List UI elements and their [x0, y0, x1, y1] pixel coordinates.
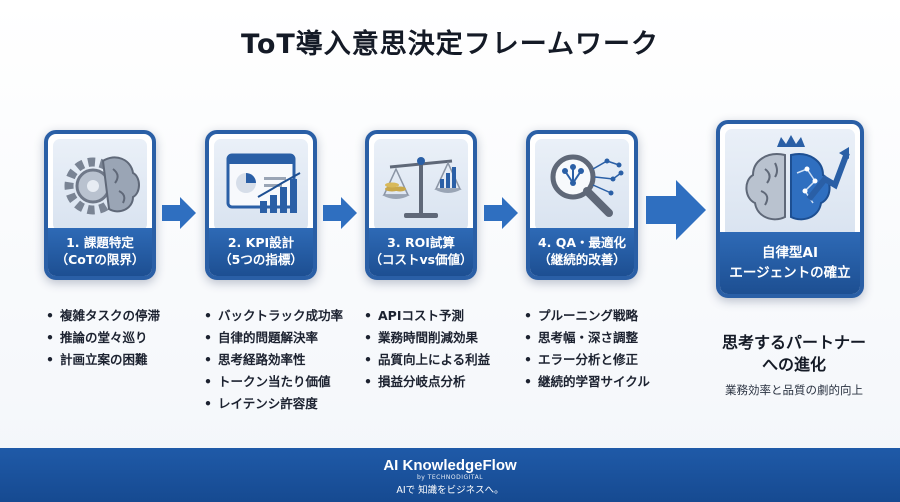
- step-card-3: 3. ROI試算 （コストvs価値）: [365, 130, 477, 280]
- final-heading: 思考するパートナー への進化: [710, 332, 878, 376]
- list-item: バックトラック成功率: [204, 305, 343, 327]
- list-item: 自律的問題解決率: [204, 327, 343, 349]
- list-item: エラー分析と修正: [524, 349, 650, 371]
- list-item: 品質向上による利益: [364, 349, 490, 371]
- list-item: 思考幅・深さ調整: [524, 327, 650, 349]
- list-item: レイテンシ許容度: [204, 393, 343, 415]
- arrow-right-large-icon: [646, 180, 706, 240]
- step-title: 2. KPI設計: [227, 235, 295, 250]
- balance-scale-icon: [374, 139, 468, 231]
- step-label-2: 2. KPI設計 （5つの指標）: [209, 228, 313, 276]
- list-item: 複雑タスクの停滞: [46, 305, 160, 327]
- bullet-list-4: プルーニング戦略 思考幅・深さ調整 エラー分析と修正 継続的学習サイクル: [524, 305, 650, 393]
- step-subtitle: （5つの指標）: [219, 252, 303, 267]
- dashboard-chart-icon: [214, 139, 308, 231]
- arrow-right-icon: [323, 197, 357, 229]
- arrow-right-icon: [484, 197, 518, 229]
- step-label-3: 3. ROI試算 （コストvs価値）: [369, 228, 473, 276]
- step-subtitle: （CoTの限界）: [55, 252, 145, 267]
- step-title: 1. 課題特定: [66, 235, 134, 250]
- final-heading-line: 思考するパートナー: [721, 333, 866, 352]
- list-item: プルーニング戦略: [524, 305, 650, 327]
- list-item: 継続的学習サイクル: [524, 371, 650, 393]
- final-heading-line: への進化: [761, 355, 826, 374]
- brain-gear-icon: [53, 139, 147, 231]
- step-label-1: 1. 課題特定 （CoTの限界）: [48, 228, 152, 276]
- magnifier-network-icon: [535, 139, 629, 231]
- bullet-list-2: バックトラック成功率 自律的問題解決率 思考経路効率性 トークン当たり価値 レイ…: [204, 305, 343, 415]
- list-item: 思考経路効率性: [204, 349, 343, 371]
- step-subtitle: （継続的改善）: [538, 252, 626, 267]
- final-subtext: 業務効率と品質の劇的向上: [725, 383, 863, 397]
- list-item: 損益分岐点分析: [364, 371, 490, 393]
- step-card-2: 2. KPI設計 （5つの指標）: [205, 130, 317, 280]
- bullet-list-3: APIコスト予測 業務時間削減効果 品質向上による利益 損益分岐点分析: [364, 305, 490, 393]
- footer-tagline: AIで 知識をビジネスへ。: [396, 485, 504, 496]
- step-label-4: 4. QA・最適化 （継続的改善）: [530, 228, 634, 276]
- footer-banner: AI KnowledgeFlow by TECHNODIGITAL AIで 知識…: [0, 448, 900, 502]
- list-item: 推論の堂々巡り: [46, 327, 160, 349]
- list-item: 業務時間削減効果: [364, 327, 490, 349]
- arrow-right-icon: [162, 197, 196, 229]
- bullet-list-1: 複雑タスクの停滞 推論の堂々巡り 計画立案の困難: [46, 305, 160, 371]
- final-subtitle: エージェントの確立: [729, 265, 851, 281]
- page-title: ToT導入意思決定フレームワーク: [241, 29, 659, 60]
- final-label: 自律型AI エージェントの確立: [720, 232, 860, 294]
- step-card-4: 4. QA・最適化 （継続的改善）: [526, 130, 638, 280]
- footer-brand: AI KnowledgeFlow: [383, 457, 517, 474]
- brain-crown-growth-icon: [725, 129, 855, 239]
- step-title: 3. ROI試算: [387, 235, 455, 250]
- step-title: 4. QA・最適化: [537, 235, 627, 250]
- step-subtitle: （コストvs価値）: [369, 252, 473, 267]
- list-item: 計画立案の困難: [46, 349, 160, 371]
- list-item: トークン当たり価値: [204, 371, 343, 393]
- list-item: APIコスト予測: [364, 305, 490, 327]
- step-card-1: 1. 課題特定 （CoTの限界）: [44, 130, 156, 280]
- final-title: 自律型AI: [762, 245, 818, 261]
- footer-byline: by TECHNODIGITAL: [416, 474, 484, 481]
- final-card: 自律型AI エージェントの確立: [716, 120, 864, 298]
